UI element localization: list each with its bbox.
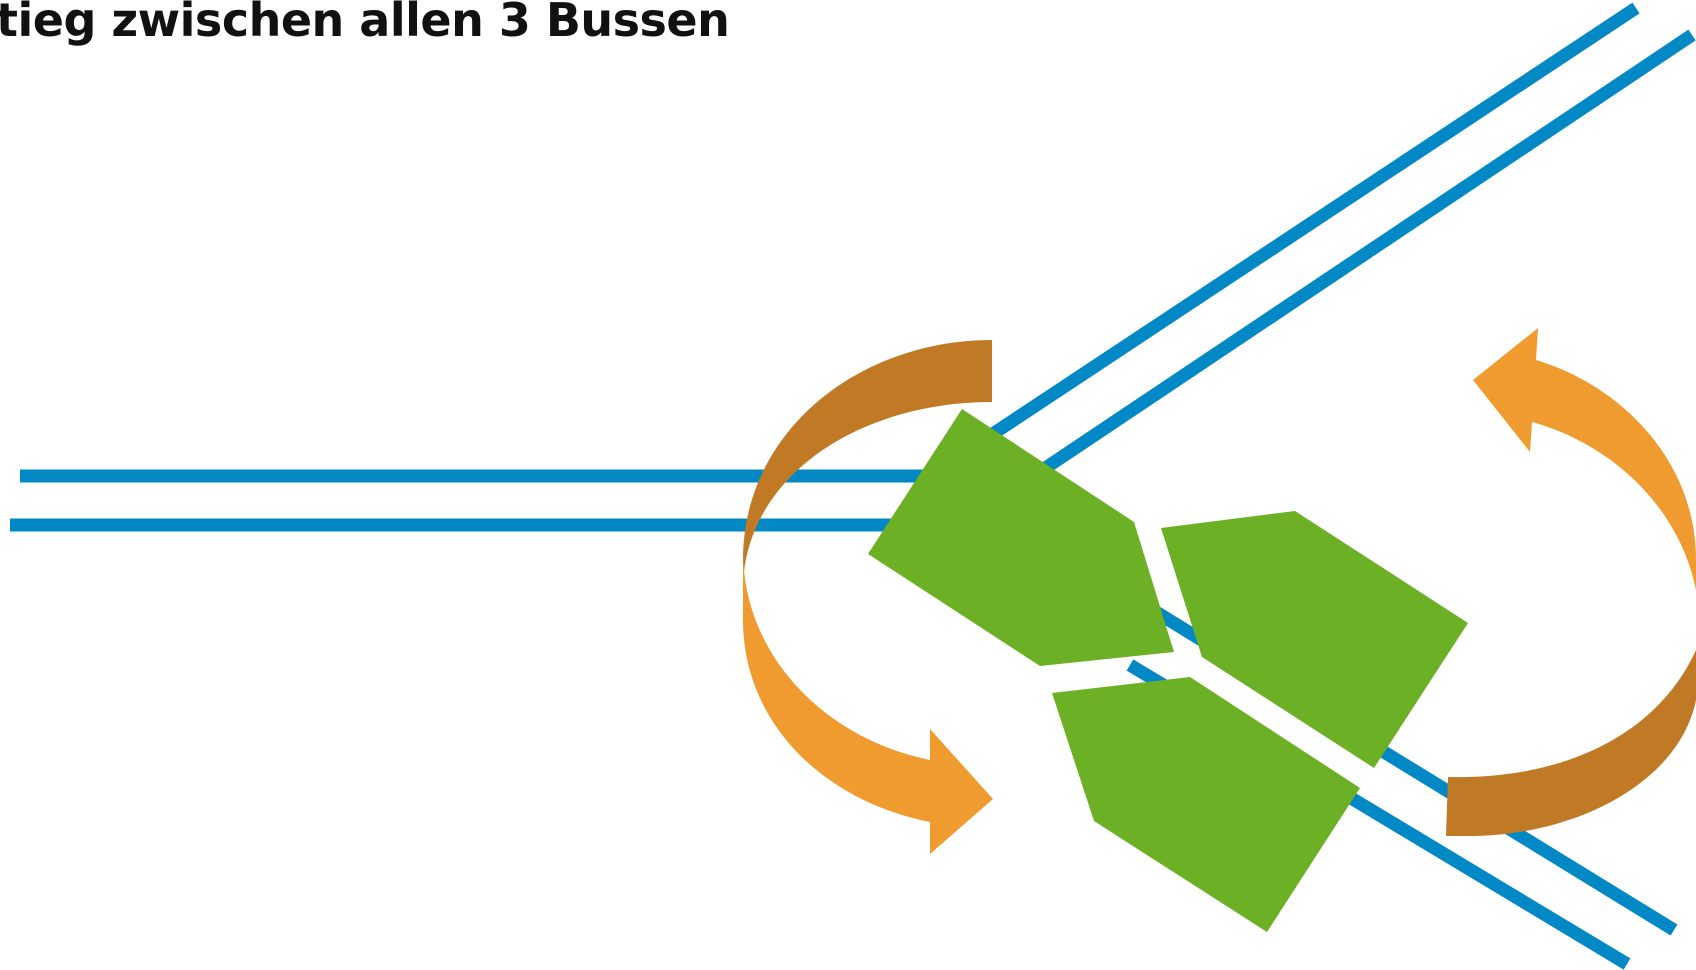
horizontal-route [10, 469, 955, 532]
transfer-arrow-right-upper-segment [1473, 328, 1696, 590]
diagonal-upper-route-track-a [951, 2, 1640, 465]
bus-right [1161, 511, 1468, 768]
bus-bottom [1052, 677, 1360, 932]
transfer-arrow-right-lower-segment [1446, 600, 1696, 836]
transfer-arrow-left-lower-segment [743, 550, 993, 854]
transfer-arrow-right [1446, 328, 1696, 836]
route-lines [10, 2, 1696, 970]
bus-left [868, 409, 1174, 666]
transfer-arrow-left [743, 340, 993, 854]
diagonal-upper-route [951, 2, 1696, 481]
buses [868, 409, 1468, 932]
transfer-arrow-left-upper-segment [743, 340, 992, 585]
diagonal-upper-route-track-b [1031, 29, 1696, 481]
diagram-title: tieg zwischen allen 3 Bussen [0, 0, 730, 47]
